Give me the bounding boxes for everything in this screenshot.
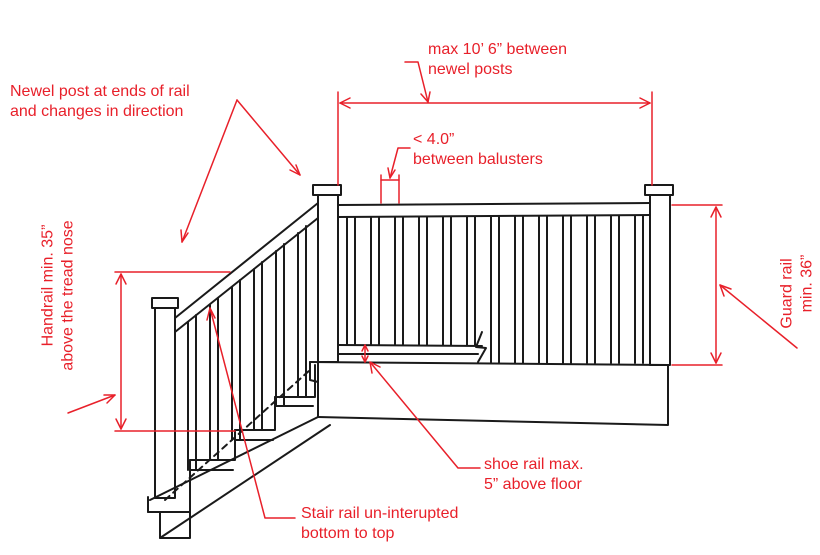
annotation-lines	[67, 61, 798, 519]
stair-rail-leader	[206, 307, 296, 519]
guard-rail-note-line1: Guard rail	[778, 258, 796, 329]
stair-rail-note-line2: bottom to top	[301, 525, 395, 542]
newel-spacing-dimension	[337, 61, 653, 186]
baluster-spacing-dimension	[380, 147, 411, 204]
max-between-newels-line1: max 10’ 6” between	[428, 41, 568, 58]
bottom-newel-post	[151, 297, 179, 499]
stair-treads	[189, 364, 316, 513]
newel-post-leaders	[180, 99, 301, 243]
guard-balusters	[346, 215, 644, 364]
tread-nose-line	[164, 369, 311, 501]
top-newel-post	[312, 184, 342, 363]
shoe-rail	[337, 331, 487, 363]
handrail-height-dimension	[67, 271, 236, 432]
shoe-rail-height-dimension	[361, 344, 481, 469]
newel-post-note-line2: and changes in direction	[10, 103, 184, 120]
handrail-note-line2: above the tread nose	[59, 220, 77, 371]
guard-rail-note-line2: min. 36”	[798, 254, 816, 313]
stair-balusters	[187, 225, 307, 471]
shoe-rail-note-line2: 5” above floor	[484, 476, 582, 493]
baluster-spacing-line2: between balusters	[413, 151, 543, 168]
newel-post-note-line1: Newel post at ends of rail	[10, 83, 190, 100]
stair-rail-note-line1: Stair rail un-interupted	[301, 505, 459, 522]
baluster-spacing-line1: < 4.0”	[413, 131, 455, 148]
max-between-newels-line2: newel posts	[428, 61, 513, 78]
right-newel-post	[644, 184, 674, 366]
stair-handrail	[174, 202, 319, 333]
shoe-rail-note-line1: shoe rail max.	[484, 456, 584, 473]
guard-top-rail	[337, 202, 651, 218]
handrail-note-line1: Handrail min. 35”	[39, 224, 57, 347]
guard-rail-height-dimension	[671, 204, 798, 366]
drawing-lines	[147, 184, 674, 539]
landing-floor	[309, 361, 669, 426]
